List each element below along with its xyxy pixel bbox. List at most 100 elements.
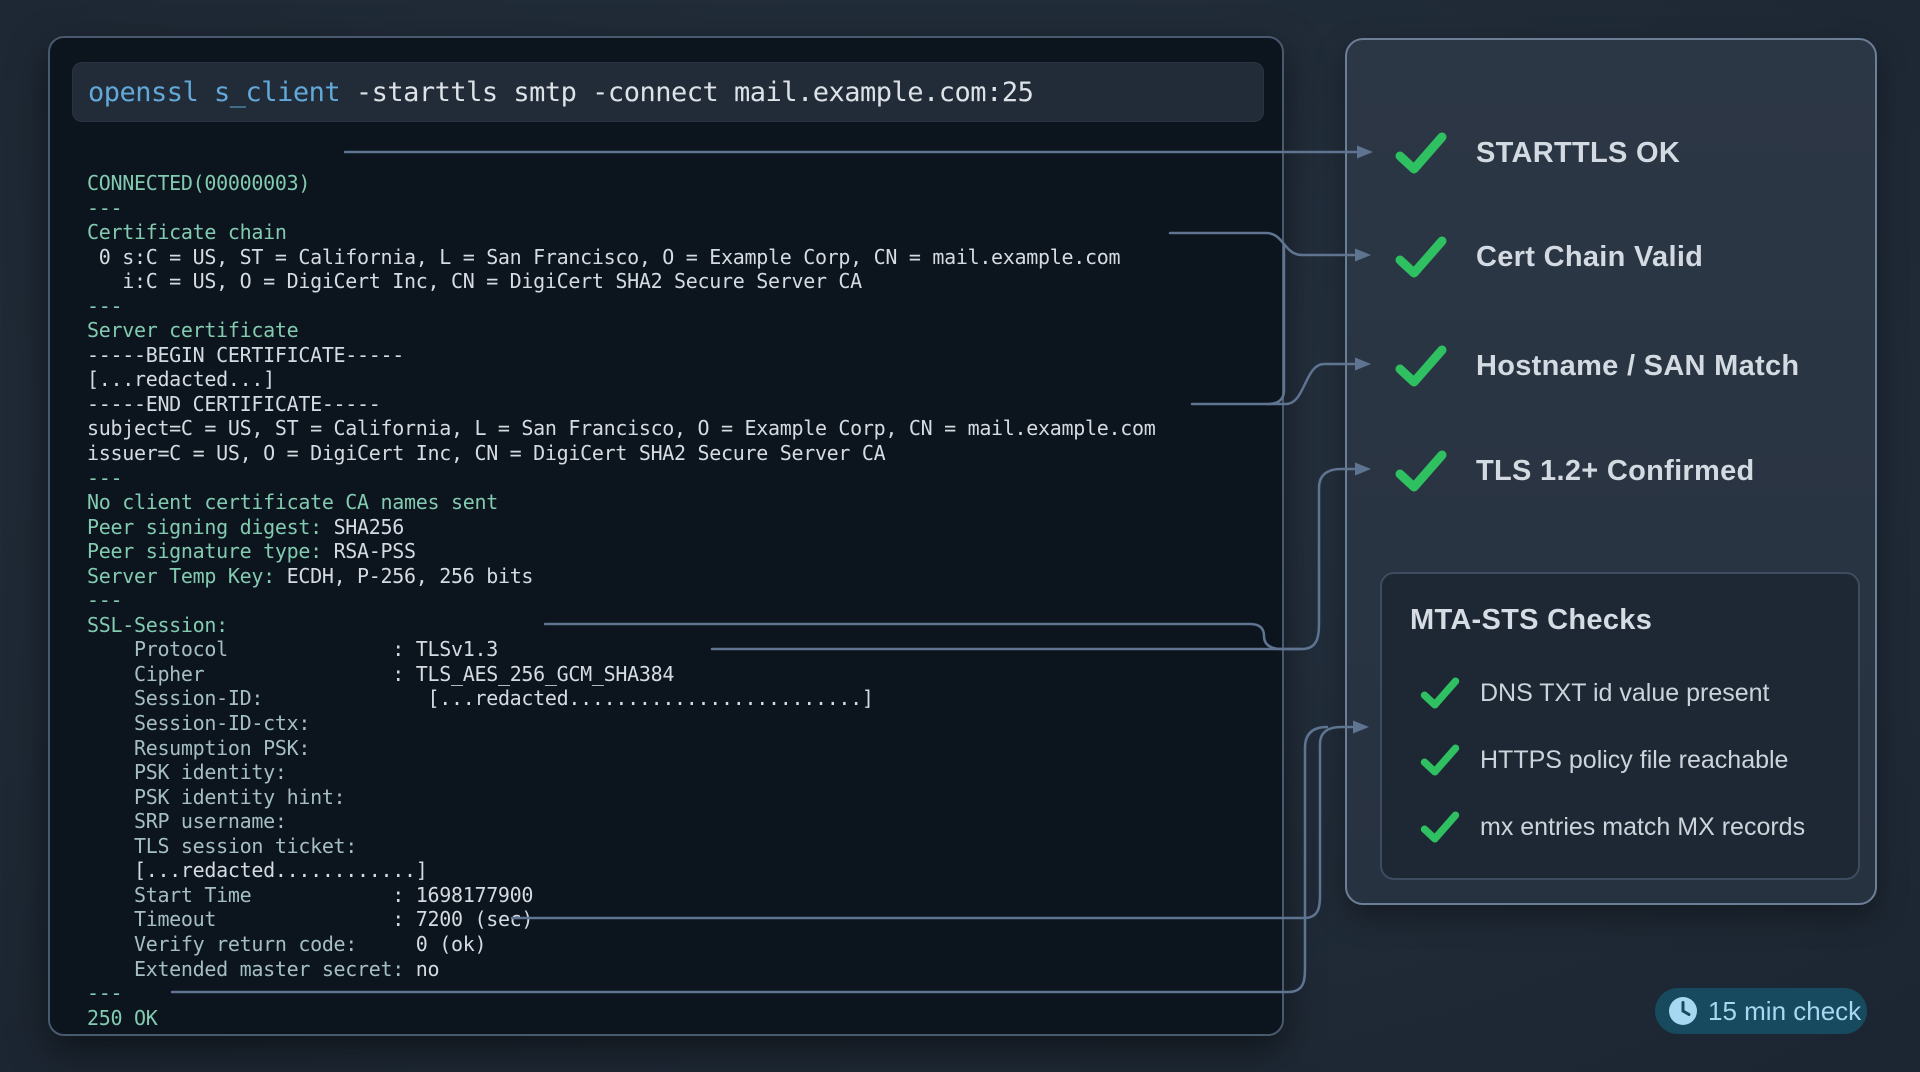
terminal-text-segment: ECDH, P-256, 256 bits [286,563,534,588]
terminal-text-segment: CONNECTED(00000003) [87,171,311,195]
terminal-line: Server certificate [87,318,1272,343]
terminal-line: -----BEGIN CERTIFICATE----- [87,343,1272,368]
terminal-text-segment: -----BEGIN CERTIFICATE----- [87,342,405,367]
terminal-text-segment: SSL-Session: [87,612,228,637]
check-item: Hostname / SAN Match [1394,338,1799,394]
terminal-text-segment: Timeout [87,907,217,932]
terminal-line: Peer signing digest: SHA256 [87,515,1272,540]
mta-sts-item-label: DNS TXT id value present [1480,678,1770,707]
check-item-label: Hostname / SAN Match [1476,349,1800,382]
terminal-line: i:C = US, O = DigiCert Inc, CN = DigiCer… [87,269,1272,294]
terminal-text-segment: Peer signing digest: [87,514,334,539]
terminal-line: CONNECTED(00000003) [87,171,1272,196]
terminal-text-segment: --- [87,465,123,490]
terminal-line: Session-ID: [...redacted................… [87,686,1272,711]
terminal-text-segment: SRP username: [87,809,287,834]
terminal-text-segment: Resumption PSK: [87,735,311,760]
terminal-text-segment: Session-ID-ctx: [87,711,311,736]
terminal-text-segment: Certificate chain [87,220,287,245]
terminal-text-segment: 0 (ok) [357,931,487,956]
terminal-line: --- [87,294,1272,319]
terminal-text-segment: 250 OK [87,1005,158,1030]
terminal-text-segment: [...redacted............] [87,858,428,883]
terminal-line: --- [87,588,1272,613]
terminal-text-segment: Start Time [87,882,252,907]
terminal-line: SRP username: [87,809,1272,834]
terminal-line: Start Time : 1698177900 [87,883,1272,908]
terminal-line: PSK identity: [87,760,1272,785]
terminal-text-segment: : 7200 (sec) [216,907,534,932]
checkmark-icon [1420,811,1460,843]
check-item-label: STARTTLS OK [1476,136,1681,169]
checkmark-icon [1420,677,1460,709]
terminal-line: PSK identity hint: [87,785,1272,810]
mta-sts-check-item: HTTPS policy file reachable [1420,740,1788,780]
terminal-text-segment: --- [87,588,123,613]
terminal-line: Certificate chain [87,220,1272,245]
terminal-line: -----END CERTIFICATE----- [87,392,1272,417]
terminal-text-segment: : TLS_AES_256_GCM_SHA384 [204,661,675,686]
check-interval-label: 15 min check [1708,995,1862,1026]
command-bar: openssl s_client -starttls smtp -connect… [72,62,1264,122]
mta-sts-check-item: DNS TXT id value present [1420,673,1770,713]
terminal-line: Server Temp Key: ECDH, P-256, 256 bits [87,564,1272,589]
terminal-text-segment: : 1698177900 [251,882,534,907]
terminal-output: CONNECTED(00000003)---Certificate chain … [87,171,1272,1030]
terminal-text-segment: TLS session ticket: [87,833,358,858]
terminal-text-segment: RSA-PSS [333,539,416,564]
checkmark-icon [1395,132,1447,174]
terminal-text-segment: PSK identity hint: [87,784,346,809]
mta-sts-item-label: HTTPS policy file reachable [1480,745,1789,774]
check-interval-badge: 15 min check [1655,988,1867,1034]
terminal-text-segment: --- [87,981,123,1006]
terminal-line: Verify return code: 0 (ok) [87,932,1272,957]
terminal-text-segment: -----END CERTIFICATE----- [87,391,381,416]
terminal-text-segment: : TLSv1.3 [227,637,498,662]
terminal-line: [...redacted...] [87,367,1272,392]
terminal-text-segment: No client certificate CA names sent [87,490,498,515]
terminal-line: SSL-Session: [87,613,1272,638]
terminal-text-segment: SHA256 [333,514,405,539]
terminal-line: Session-ID-ctx: [87,711,1272,736]
check-item-label: TLS 1.2+ Confirmed [1476,454,1755,487]
check-item-label: Cert Chain Valid [1476,240,1704,273]
terminal-line: --- [87,981,1272,1006]
command-args: -starttls smtp -connect mail.example.com… [340,76,1034,108]
checkmark-icon [1395,236,1447,278]
checkmark-icon [1395,450,1447,492]
terminal-line: Protocol : TLSv1.3 [87,637,1272,662]
terminal-text-segment: Verify return code: [87,931,358,956]
terminal-line: No client certificate CA names sent [87,490,1272,515]
terminal-line: Resumption PSK: [87,736,1272,761]
terminal-text-segment: PSK identity: [87,760,287,785]
terminal-line: subject=C = US, ST = California, L = San… [87,416,1272,441]
clock-icon [1669,997,1697,1025]
mta-sts-title: MTA-STS Checks [1410,604,1653,636]
terminal-text-segment: Session-ID: [87,686,264,711]
terminal-text-segment: Protocol [87,637,228,662]
terminal-text-segment: Extended master secret: [87,956,416,981]
terminal-line: Cipher : TLS_AES_256_GCM_SHA384 [87,662,1272,687]
checkmark-icon [1395,345,1447,387]
terminal-text-segment: Server certificate [87,318,299,343]
terminal-line: 0 s:C = US, ST = California, L = San Fra… [87,245,1272,270]
terminal-text-segment: Server Temp Key: [87,563,287,588]
terminal-text-segment: no [415,956,440,981]
terminal-line: TLS session ticket: [87,834,1272,859]
checkmark-icon [1420,744,1460,776]
terminal-text-segment: [...redacted...] [87,367,275,392]
terminal-line: 250 OK [87,1006,1272,1031]
check-item: STARTTLS OK [1394,125,1680,181]
command-binary: openssl s_client [88,76,341,108]
terminal-text-segment: i:C = US, O = DigiCert Inc, CN = DigiCer… [87,269,862,294]
terminal-line: --- [87,466,1272,491]
terminal-text-segment: subject=C = US, ST = California, L = San… [87,416,1156,441]
terminal-text-segment: --- [87,195,123,220]
terminal-line: issuer=C = US, O = DigiCert Inc, CN = Di… [87,441,1272,466]
terminal-line: Extended master secret: no [87,957,1272,982]
terminal-window: openssl s_client -starttls smtp -connect… [48,36,1284,1036]
mta-sts-check-item: mx entries match MX records [1420,807,1805,847]
terminal-text-segment: [...redacted.........................] [263,686,874,711]
